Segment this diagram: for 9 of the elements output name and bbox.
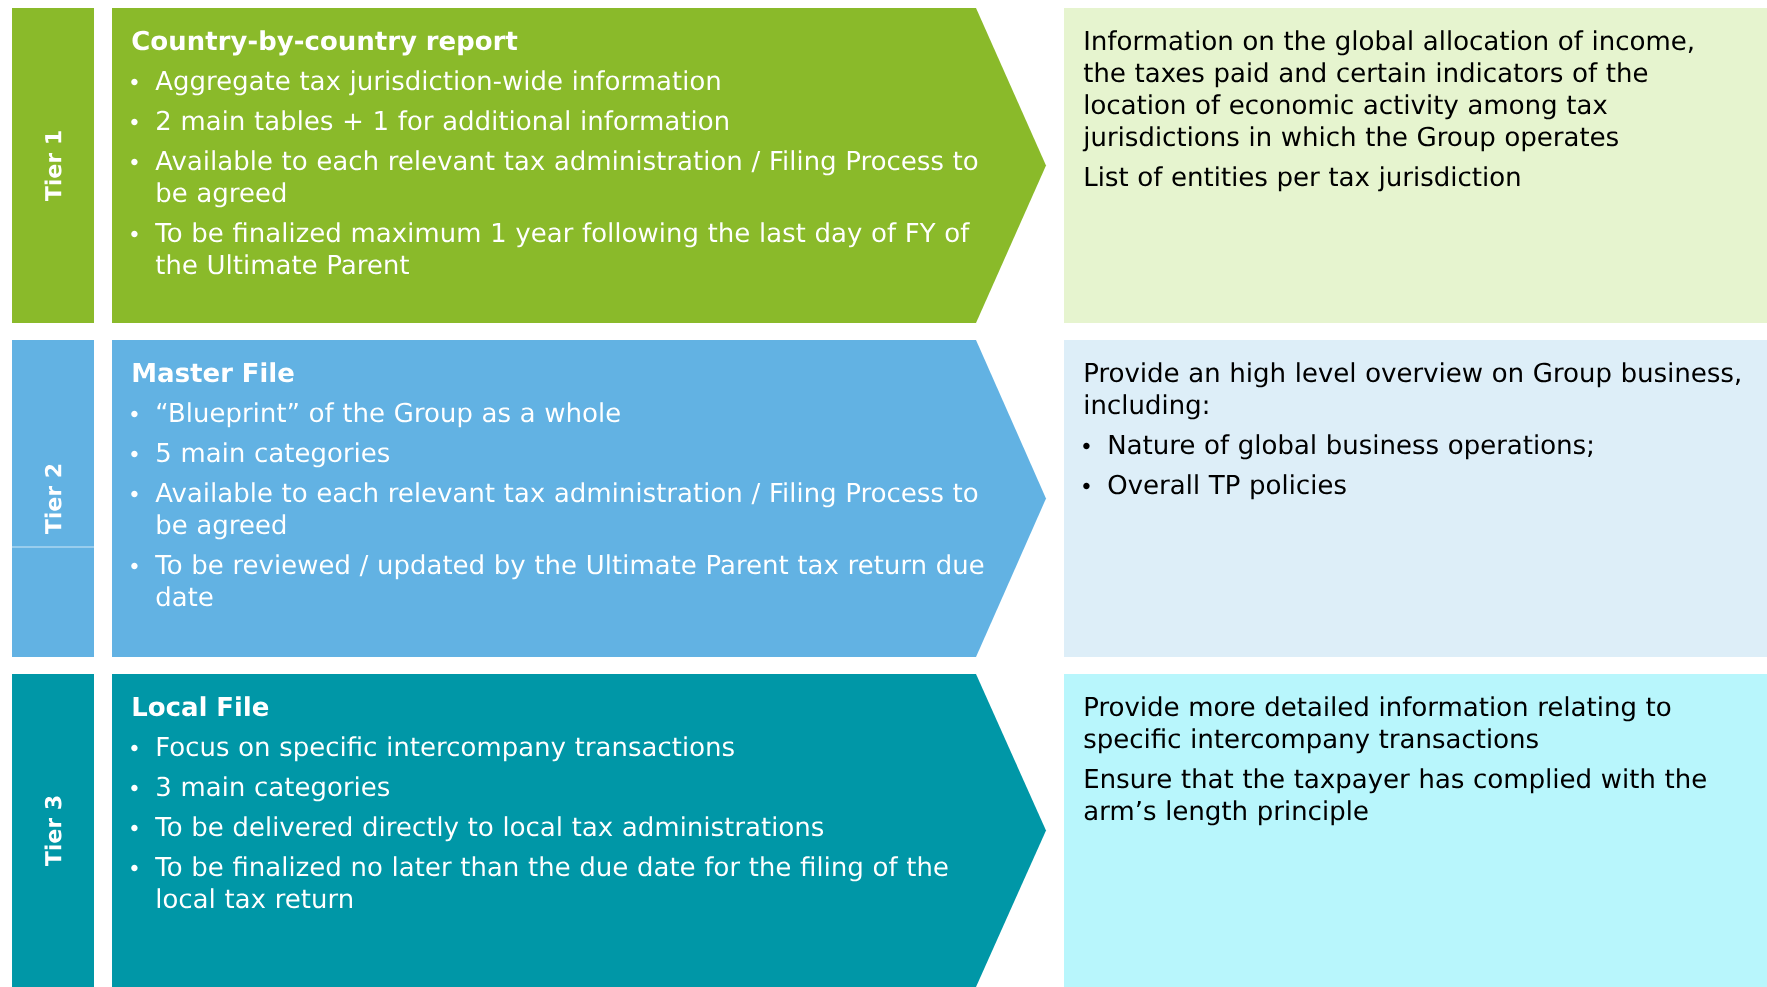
info-box: Information on the global allocation of income, the taxes paid and certain indicators of the location of economic activity among tax jurisdictions in which the Group operates List of entities per tax jurisdiction (1064, 8, 1767, 323)
chevron-box: Master File “Blueprint” of the Group as a whole 5 main categories Available to each relevant tax administration / Filing Process to be agreed To be reviewed / updated by the Ultimate Parent tax return due date (112, 340, 1046, 657)
tier-band: Tier 2 (11, 340, 95, 657)
tier-band: Tier 1 (12, 8, 94, 323)
info-box: Provide more detailed information relating to specific intercompany transactions Ensure that the taxpayer has complied with the arm’s length principle (1064, 674, 1767, 987)
info-box: Provide an high level overview on Group business, including: Nature of global business operations; Overall TP policies (1064, 340, 1767, 657)
chevron-box: Local File Focus on specific intercompany transactions 3 main categories To be delivered directly to local tax administrations To be finalized no later than the due date for the filing of the local tax return (112, 674, 1046, 987)
tier-band: Tier 3 (12, 674, 94, 987)
chevron-box: Country-by-country report Aggregate tax jurisdiction-wide information 2 main tables + 1 for additional information Available to each relevant tax administration / Filing Process to be agreed To be finalized maximum 1 year following the last day of FY of the Ultimate Parent (112, 8, 1046, 323)
